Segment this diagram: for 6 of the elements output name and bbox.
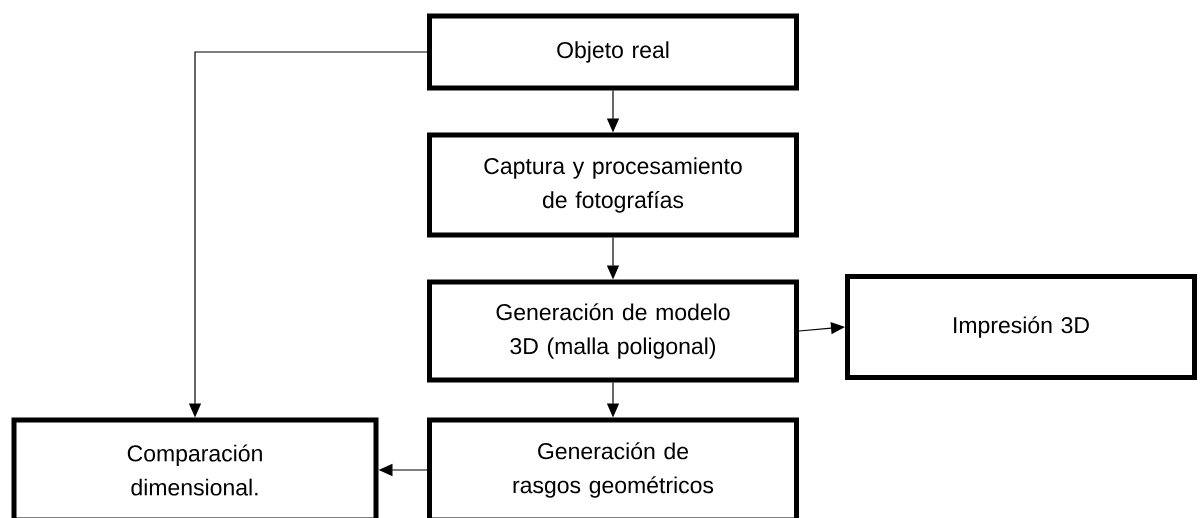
process-box: Generación de modelo 3D (malla poligonal) [427,279,799,383]
process-box: Objeto real [427,13,799,91]
process-box: Comparación dimensional. [11,417,379,518]
process-box: Captura y procesamiento de fotografías [427,132,799,238]
process-box: Impresión 3D [845,274,1197,380]
process-box: Generación de rasgos geométricos [427,417,799,518]
